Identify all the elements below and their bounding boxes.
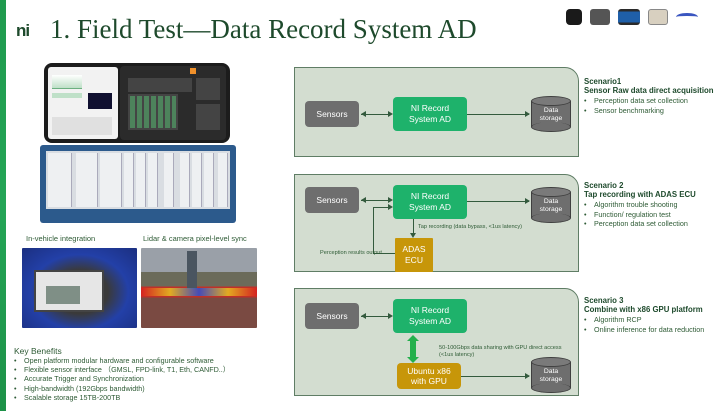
- scenario2-description: Scenario 2 Tap recording with ADAS ECU A…: [584, 181, 720, 229]
- sensors-node: Sensors: [305, 187, 359, 213]
- in-vehicle-photo: [22, 248, 137, 328]
- ni-logo: ni: [16, 21, 30, 40]
- camera-module-icon: [590, 9, 610, 25]
- scenario-item: Online inference for data reduction: [584, 325, 720, 335]
- scenario-title: Scenario 2: [584, 181, 624, 190]
- tap-recording-label: Tap recording (data bypass, <1us latency…: [418, 224, 523, 230]
- bidirectional-arrow-up: [407, 335, 419, 341]
- lidar-camera-sync-photo: [141, 248, 257, 328]
- gnss-antenna-icon: [676, 13, 698, 21]
- pxi-chassis: [40, 145, 236, 223]
- key-benefit-item: Flexible sensor interface （GMSL, FPD-lin…: [14, 365, 230, 374]
- brand-side-bar: [0, 0, 6, 411]
- gpu-sharing-label: 50-100Gbps data sharing with GPU direct …: [439, 345, 562, 358]
- scenario-subtitle: Combine with x86 GPU platform: [584, 305, 703, 314]
- scenario-item: Function/ regulation test: [584, 210, 720, 220]
- camera-icon: [566, 9, 582, 25]
- tablet-display: [44, 63, 230, 143]
- tablet-screen-left: [48, 67, 118, 139]
- scenario-title: Scenario 3: [584, 296, 624, 305]
- scenario-item: Sensor benchmarking: [584, 106, 720, 116]
- caption-in-vehicle: In-vehicle integration: [26, 234, 96, 243]
- scenario1-description: Scenario1 Sensor Raw data direct acquisi…: [584, 77, 720, 115]
- sensor-icons-row: [566, 9, 698, 25]
- scenario-item: Algorithm trouble shooting: [584, 200, 720, 210]
- page-title: 1. Field Test—Data Record System AD: [50, 14, 477, 44]
- key-benefit-item: Accurate Trigger and Synchronization: [14, 374, 230, 383]
- key-benefit-item: Scalable storage 15TB-200TB: [14, 393, 230, 402]
- key-benefits-list: Open platform modular hardware and confi…: [14, 356, 230, 402]
- gpu-link-arrow: [410, 340, 416, 358]
- sensors-node: Sensors: [305, 303, 359, 329]
- scenario-item: Perception data set collection: [584, 96, 720, 106]
- key-benefits-title: Key Benefits: [14, 346, 62, 356]
- scenario-subtitle: Sensor Raw data direct acquisition: [584, 86, 714, 95]
- key-benefit-item: High-bandwidth (192Gbps bandwidth): [14, 384, 230, 393]
- lidar-icon: [618, 9, 640, 25]
- bidirectional-arrow-down: [407, 357, 419, 363]
- scenario-item: Perception data set collection: [584, 219, 720, 229]
- scenario-item: Algorithm RCP: [584, 315, 720, 325]
- key-benefit-item: Open platform modular hardware and confi…: [14, 356, 230, 365]
- tablet-screen-right: [120, 66, 226, 140]
- perception-output-label: Perception results output: [320, 250, 382, 256]
- scenario-title: Scenario1: [584, 77, 622, 86]
- caption-lidar-sync: Lidar & camera pixel-level sync: [143, 234, 247, 243]
- sensors-node: Sensors: [305, 101, 359, 127]
- scenario-subtitle: Tap recording with ADAS ECU: [584, 190, 696, 199]
- scenario3-description: Scenario 3 Combine with x86 GPU platform…: [584, 296, 720, 334]
- radar-box-icon: [648, 9, 668, 25]
- pxi-hardware-image: [40, 63, 236, 223]
